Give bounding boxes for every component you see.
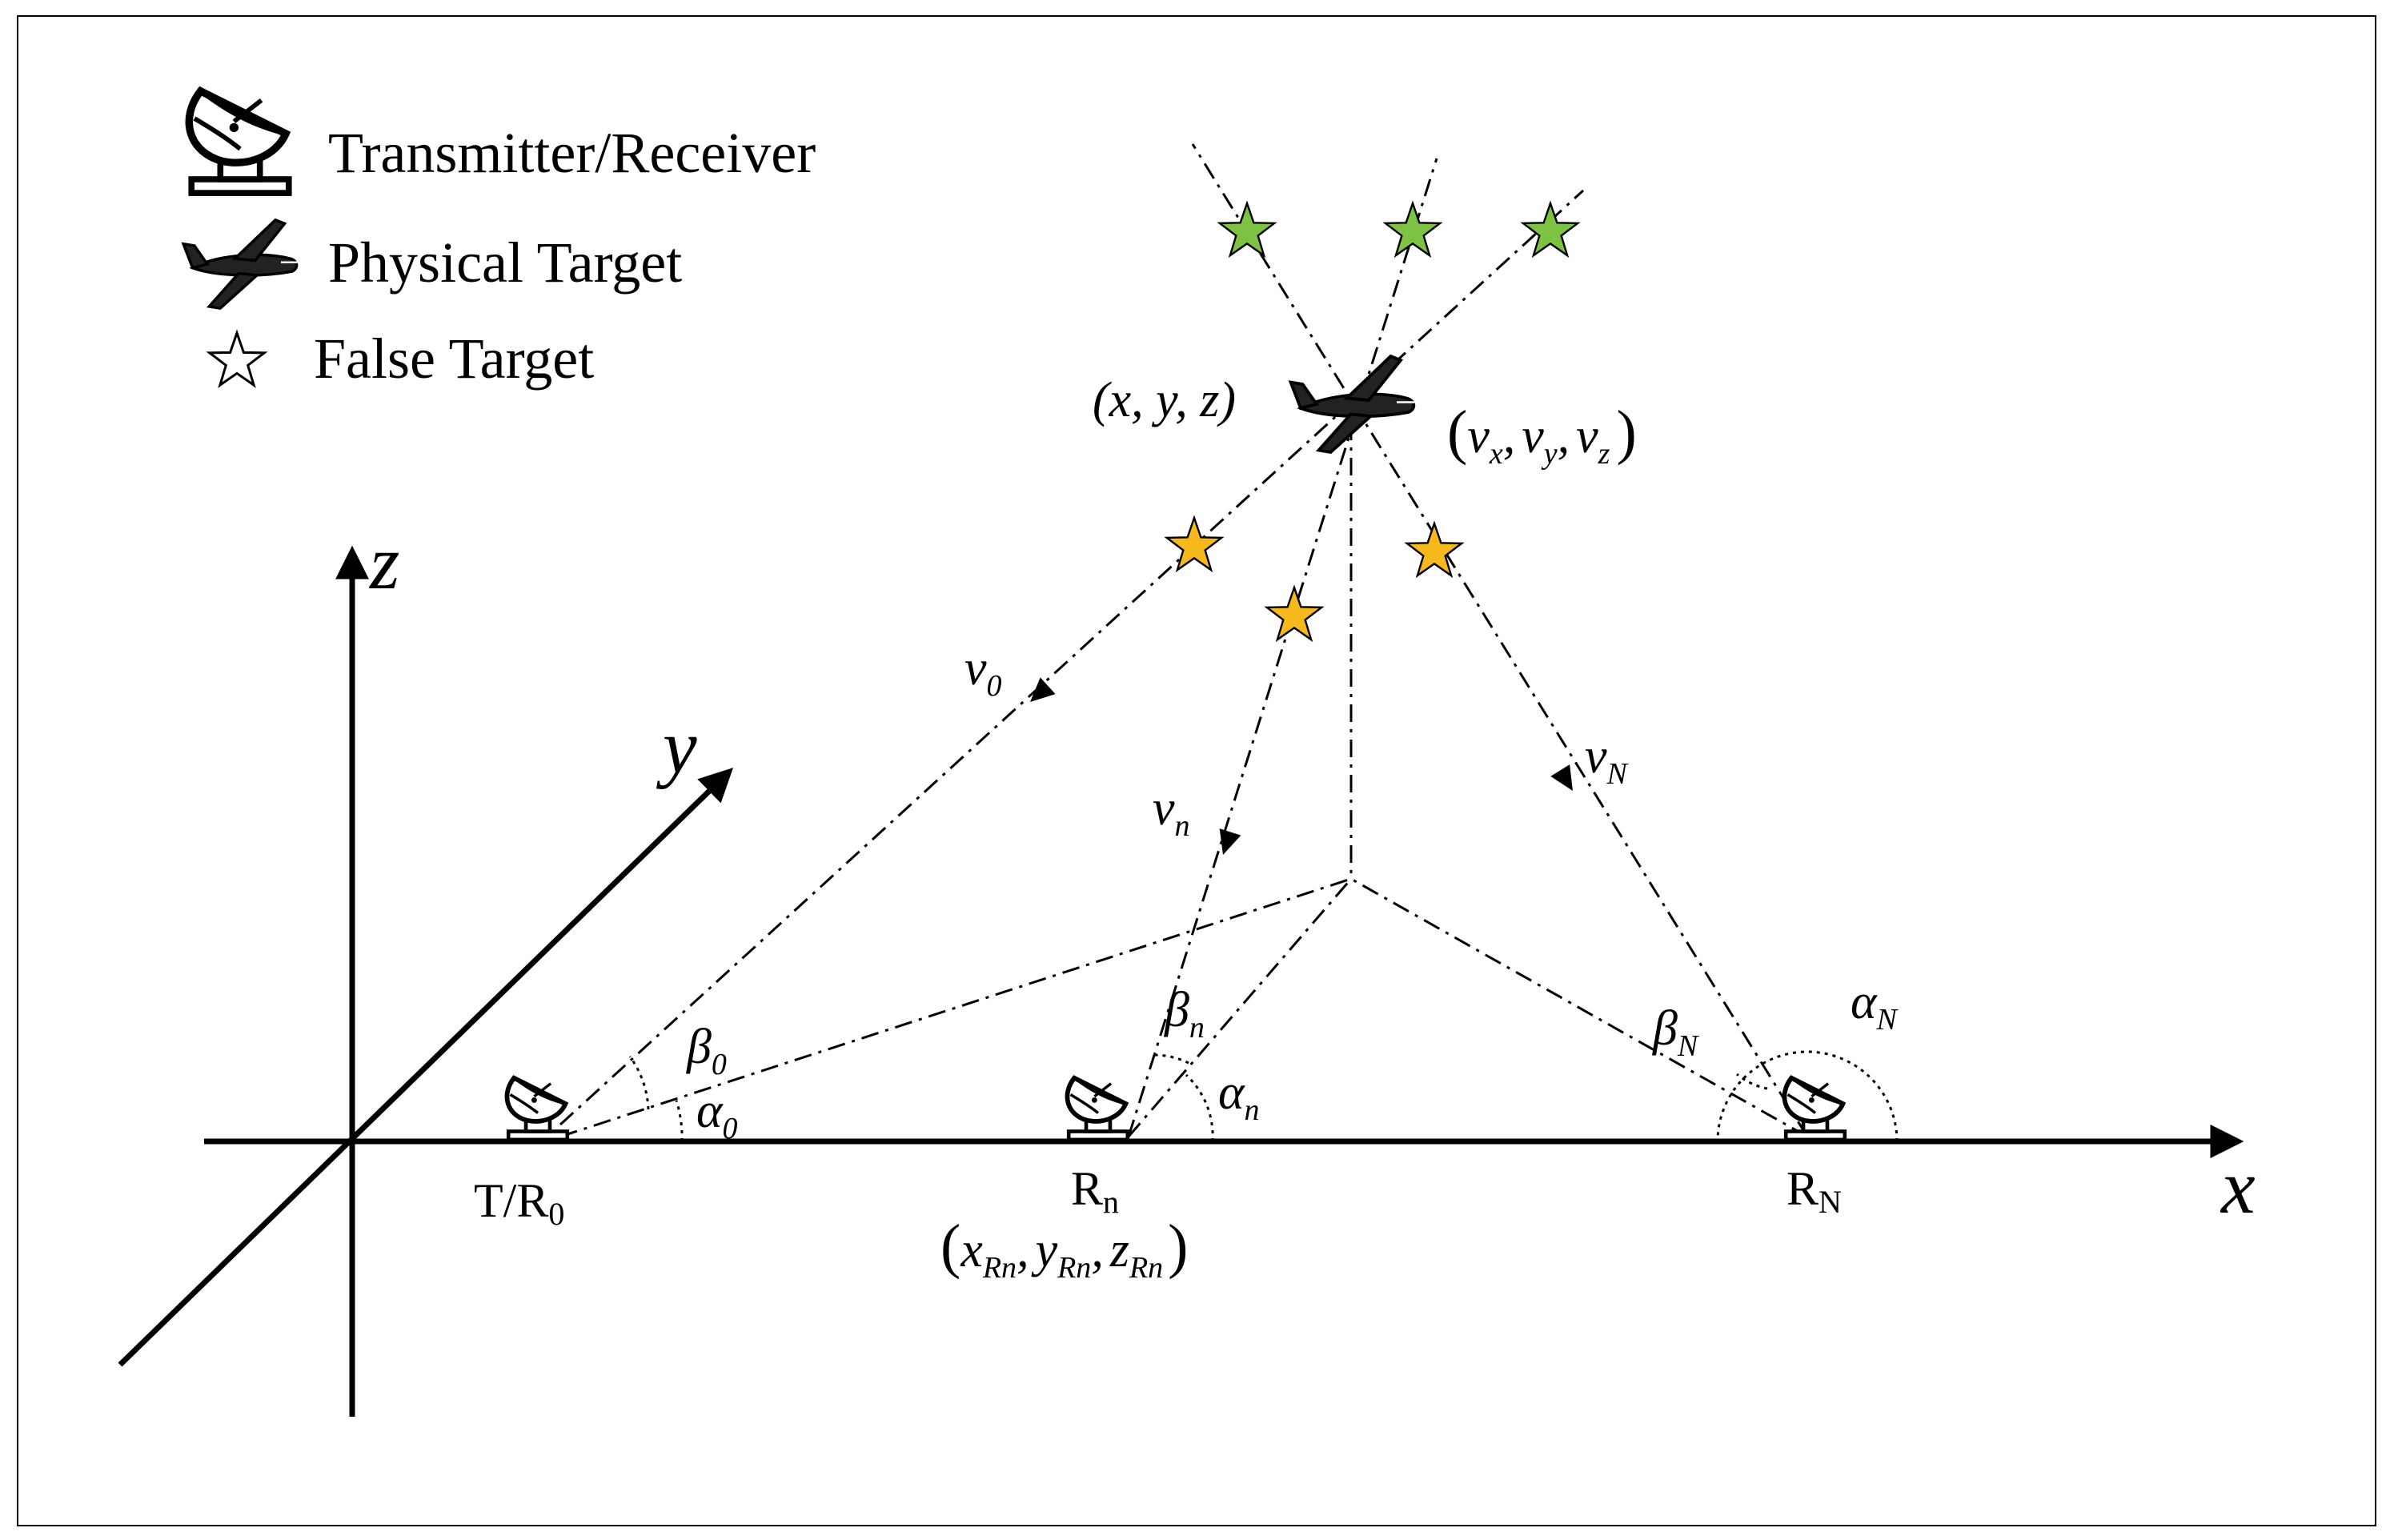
radar-icon-rn	[1067, 1078, 1127, 1140]
coordinate-axes: x y z	[118, 519, 2256, 1417]
alphaN-label: αN	[1851, 975, 1899, 1037]
legend-physical-target: Physical Target	[328, 231, 682, 295]
ground-rn	[1127, 878, 1353, 1137]
false-target-far-1	[1218, 202, 1276, 257]
rN-label: RN	[1786, 1162, 1842, 1220]
false-target-near-3	[1406, 522, 1463, 577]
z-axis-label: z	[368, 519, 399, 605]
target-velocity-label: (vx,vy,vz)	[1447, 399, 1637, 471]
figure-frame	[17, 15, 2376, 1526]
target-position-label: (x, y, z)	[1093, 373, 1236, 427]
arrow-v0	[1030, 677, 1056, 702]
vN-label: vN	[1585, 729, 1630, 791]
false-target-near-1	[1165, 516, 1223, 571]
false-target-far-3	[1522, 202, 1579, 257]
v0-label: v0	[964, 641, 1002, 703]
angle-arcs	[628, 1050, 1899, 1142]
radar-icon	[189, 91, 289, 193]
radar-icon-tr0	[507, 1078, 567, 1140]
legend: Transmitter/Receiver Physical Target Fal…	[182, 91, 816, 391]
y-axis-label: y	[656, 704, 697, 789]
alpha0-label: α0	[696, 1084, 738, 1145]
betan-label: βn	[1164, 983, 1205, 1045]
arc-betaN	[1736, 1073, 1768, 1090]
arc-beta0	[628, 1056, 650, 1110]
rn-coordinates-label: (xRn,yRn,zRn)	[940, 1213, 1188, 1285]
vn-label: vn	[1153, 781, 1190, 843]
los-rn	[1127, 158, 1438, 1137]
velocity-arrows	[1030, 677, 1573, 855]
ground-rN	[1350, 877, 1808, 1138]
rn-label: Rn	[1071, 1162, 1119, 1220]
arc-alphaN	[1716, 1050, 1899, 1142]
betaN-label: βN	[1652, 1001, 1700, 1063]
plane-icon	[182, 219, 299, 310]
radar-icon-rN	[1784, 1078, 1844, 1140]
arc-betan	[1152, 1053, 1189, 1065]
arrow-vn	[1219, 828, 1241, 855]
beta0-label: β0	[686, 1020, 727, 1081]
arc-alphan	[1185, 1073, 1214, 1142]
physical-target-plane-icon	[1289, 355, 1417, 454]
alphan-label: αn	[1218, 1065, 1260, 1127]
legend-transmitter-receiver: Transmitter/Receiver	[328, 121, 816, 185]
y-axis	[118, 768, 734, 1367]
legend-false-target: False Target	[314, 327, 594, 391]
false-target-far-2	[1384, 202, 1442, 257]
arrow-vN	[1550, 764, 1573, 791]
tr0-label: T/R0	[474, 1174, 564, 1232]
los-tr0	[559, 189, 1585, 1126]
star-outline-icon	[208, 331, 266, 387]
x-axis-label: x	[2220, 1144, 2256, 1229]
arc-alpha0	[675, 1100, 684, 1142]
false-target-near-2	[1265, 586, 1323, 641]
signal-paths	[559, 143, 1809, 1138]
